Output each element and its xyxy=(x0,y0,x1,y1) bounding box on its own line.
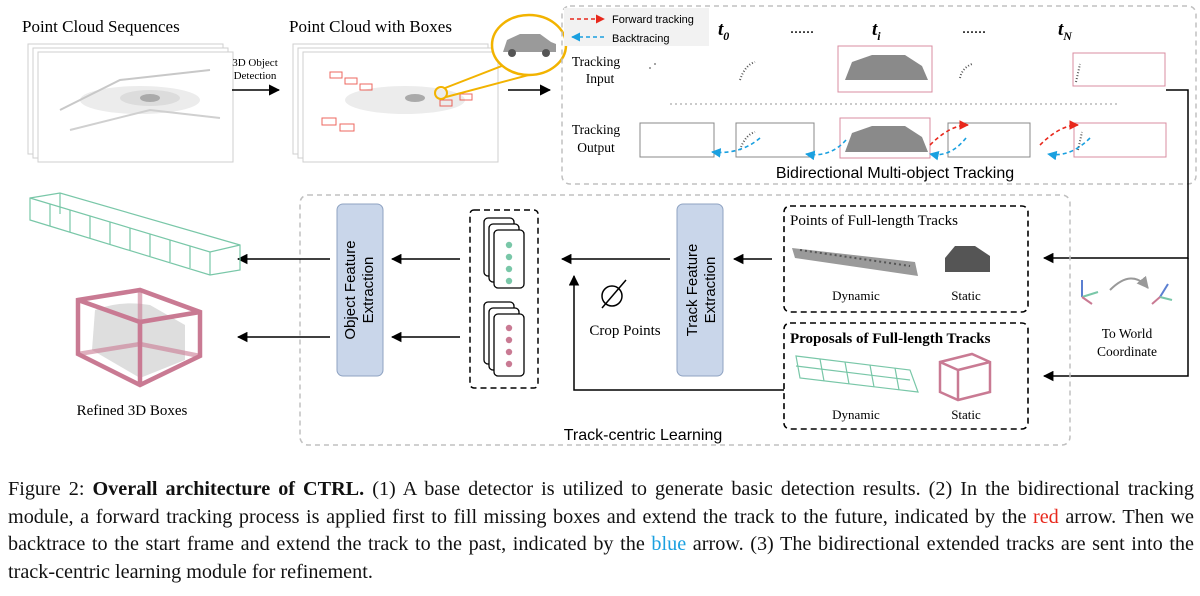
caption-part2: arrow. Then we backtrace to the start fr… xyxy=(8,505,1194,556)
label-tracking-output-2: Output xyxy=(577,140,615,155)
tracking-legend: Forward tracking Backtracing xyxy=(564,8,709,46)
tracking-input-row xyxy=(649,45,1166,93)
label-points-full-tracks: Points of Full-length Tracks xyxy=(790,213,958,229)
label-ellipsis-2: ...... xyxy=(962,20,986,37)
proposals-full-tracks-box xyxy=(783,322,1029,430)
connector-to-proposals xyxy=(1042,258,1189,382)
world-coordinate-icon xyxy=(1081,275,1173,305)
label-refined-boxes: Refined 3D Boxes xyxy=(77,403,188,419)
label-ti: ti xyxy=(872,19,881,43)
refined-dynamic-boxes xyxy=(29,192,241,276)
label-static-1: Static xyxy=(951,288,981,303)
label-track-feature-2: Extraction xyxy=(702,257,719,324)
caption-part3: arrow. (3) The bidirectional extended tr… xyxy=(8,533,1194,583)
label-t0: t0 xyxy=(718,19,729,43)
label-track-centric-learning: Track-centric Learning xyxy=(564,427,723,444)
label-object-feature-1: Object Feature xyxy=(342,240,359,339)
architecture-diagram: Point Cloud Sequences 3D Object Detectio… xyxy=(22,5,1197,446)
dynamic-points-icon xyxy=(792,248,918,276)
dynamic-proposals-icon xyxy=(795,355,919,393)
point-cloud-boxes-stack xyxy=(292,43,499,163)
connector-to-points xyxy=(1042,89,1189,264)
static-proposals-icon xyxy=(938,352,992,402)
tracking-output-row xyxy=(639,117,1167,161)
caption-prefix: Figure 2: xyxy=(8,478,93,500)
label-tracking-input-1: Tracking xyxy=(572,54,621,69)
static-feature-stack xyxy=(483,301,525,377)
label-tN: tN xyxy=(1058,19,1073,43)
label-dynamic-1: Dynamic xyxy=(832,288,880,303)
label-object-feature-2: Extraction xyxy=(360,257,377,324)
object-feature-extraction-box xyxy=(336,203,384,377)
label-ellipsis-1: ...... xyxy=(790,20,814,37)
learning-panel xyxy=(299,194,1071,446)
label-tracking-output-1: Tracking xyxy=(572,122,621,137)
zoom-line-1 xyxy=(444,61,513,89)
label-proposals-full-tracks: Proposals of Full-length Tracks xyxy=(790,331,991,347)
label-point-cloud-with-boxes: Point Cloud with Boxes xyxy=(289,17,452,36)
label-bidirectional-tracking: Bidirectional Multi-object Tracking xyxy=(776,165,1014,182)
label-to-world-1: To World xyxy=(1102,326,1153,341)
caption-title: Overall architecture of CTRL. xyxy=(92,478,365,500)
crop-icon xyxy=(601,279,627,309)
points-full-tracks-box xyxy=(783,205,1029,313)
feature-stack-box xyxy=(469,209,539,389)
zoom-line-2 xyxy=(445,71,541,98)
label-dynamic-2: Dynamic xyxy=(832,407,880,422)
legend-backward: Backtracing xyxy=(612,33,669,45)
label-point-cloud-sequences: Point Cloud Sequences xyxy=(22,17,180,36)
label-static-2: Static xyxy=(951,407,981,422)
static-points-icon xyxy=(945,246,990,272)
caption-red-word: red xyxy=(1032,505,1059,528)
track-feature-extraction-box xyxy=(676,203,724,377)
caption-blue-word: blue xyxy=(651,533,687,555)
label-track-feature-1: Track Feature xyxy=(684,244,701,337)
label-detection-line1: 3D Object xyxy=(232,57,278,69)
label-crop-points: Crop Points xyxy=(589,323,660,339)
car-icon xyxy=(503,34,556,57)
label-to-world-2: Coordinate xyxy=(1097,344,1157,359)
proposals-to-crop-arrow xyxy=(568,274,784,391)
label-detection-line2: Detection xyxy=(234,70,277,82)
point-cloud-stack xyxy=(27,43,234,163)
figure-caption: Figure 2: Overall architecture of CTRL. … xyxy=(8,476,1194,586)
label-tracking-input-2: Input xyxy=(586,71,615,86)
tracking-panel xyxy=(561,5,1197,185)
caption-part1: (1) A base detector is utilized to gener… xyxy=(8,478,1194,528)
legend-forward: Forward tracking xyxy=(612,14,694,26)
refined-static-box xyxy=(75,287,203,388)
dynamic-feature-stack xyxy=(483,217,525,289)
highlight-small-circle xyxy=(434,86,448,100)
